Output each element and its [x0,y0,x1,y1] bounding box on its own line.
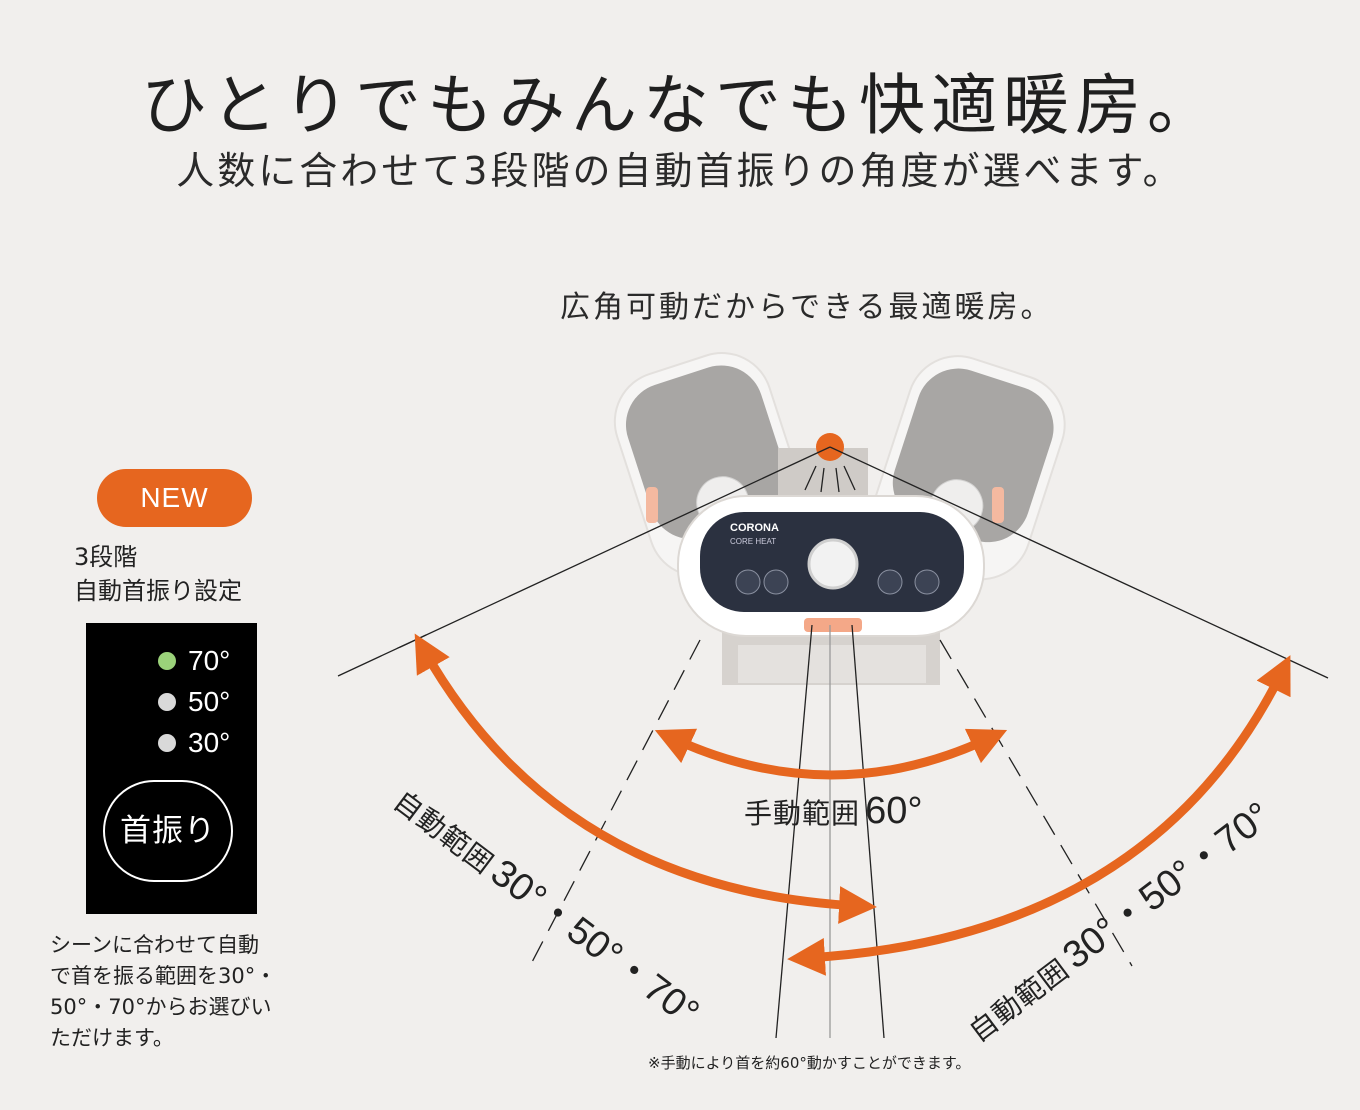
indicator-light-icon [158,693,176,711]
description-line: ただけます。 [50,1026,174,1050]
swing-button: 首振り [103,780,233,882]
heater-brand: CORONA [730,522,779,534]
feature-label-line2: 自動首振り設定 [74,577,242,605]
option-50: 50° [158,686,230,718]
subheadline: 人数に合わせて3段階の自動首振りの角度が選べます。 [176,149,1184,193]
manual-range-text: 手動範囲 [744,797,861,830]
option-label: 50° [188,686,231,717]
headline: ひとりでもみんなでも快適暖房。 [140,67,1220,144]
option-30: 30° [158,727,230,759]
new-badge: NEW [97,469,252,527]
feature-label-line1: 3段階 [74,543,138,571]
manual-range-angle: 60° [865,790,923,832]
footnote: ※手動により首を約60°動かすことができます。 [648,1054,971,1072]
auto-range-arrow-left [414,633,877,924]
heater-model: CORE HEAT [730,537,777,546]
description-line: で首を振る範囲を30°・ [50,964,277,988]
option-70: 70° [158,645,230,677]
swing-control-panel: 70° 50° 30° 首振り [86,623,257,914]
auto-range-arrow-right [787,655,1291,976]
option-label: 70° [188,645,231,676]
option-label: 30° [188,727,231,758]
swing-arrows [414,633,1291,976]
description-line: シーンに合わせて自動 [50,933,259,957]
indicator-light-icon [158,652,176,670]
feature-label: 3段階 自動首振り設定 [74,540,242,608]
manual-range-arrow [654,728,1008,780]
indicator-light-icon [158,734,176,752]
section-title: 広角可動だからできる最適暖房。 [560,290,1054,325]
manual-range-label: 手動範囲 60° [744,790,923,833]
description-line: 50°・70°からお選びい [50,995,272,1019]
description: シーンに合わせて自動 で首を振る範囲を30°・ 50°・70°からお選びい ただ… [50,930,310,1054]
